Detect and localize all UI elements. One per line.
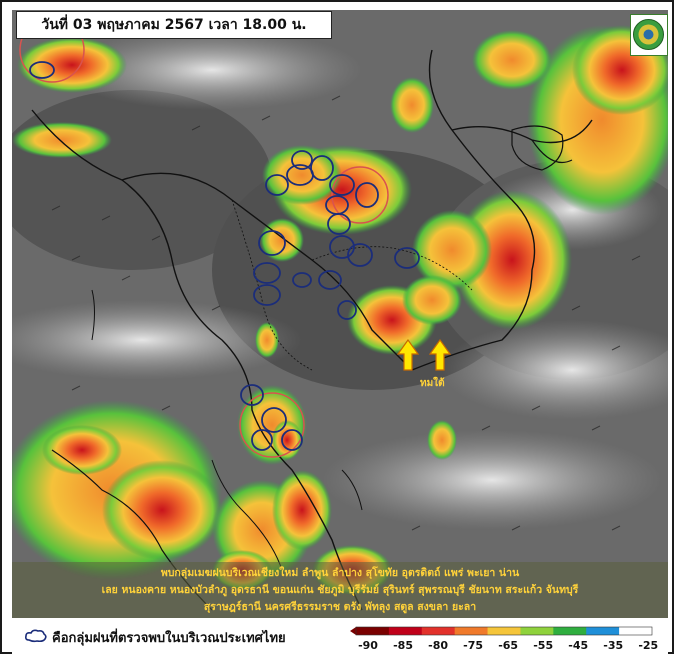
scale-segment bbox=[421, 627, 456, 635]
scale-segment bbox=[356, 627, 390, 635]
scale-left-arrow bbox=[350, 627, 356, 635]
scale-border bbox=[355, 626, 653, 636]
scale-tick-label: -55 bbox=[533, 639, 553, 652]
caption-line-3: สุราษฎร์ธานี นครศรีธรรมราช ตรัง พัทลุง ส… bbox=[203, 600, 477, 613]
scale-segment bbox=[487, 627, 521, 635]
scale-segment bbox=[454, 627, 489, 635]
legend-description: คือกลุ่มฝนที่ตรวจพบในบริเวณประเทศไทย bbox=[52, 631, 286, 646]
scale-segment bbox=[388, 627, 423, 635]
satellite-image bbox=[12, 10, 668, 618]
arrow-up-icon bbox=[396, 338, 452, 371]
scale-tick-label: -90 bbox=[358, 639, 378, 652]
department-logo bbox=[630, 14, 668, 56]
satellite-map bbox=[12, 10, 668, 618]
date-title-box: วันที่ 03 พฤษภาคม 2567 เวลา 18.00 น. bbox=[16, 11, 332, 39]
scale-tick-label: -65 bbox=[498, 639, 518, 652]
caption-line-1: พบกลุ่มเมฆฝนบริเวณเชียงใหม่ ลำพูน ลำปาง … bbox=[160, 566, 520, 579]
logo-emblem-icon bbox=[633, 19, 664, 50]
rain-cluster-outline-icon bbox=[25, 629, 47, 643]
scale-tick-label: -45 bbox=[568, 639, 588, 652]
scale-segment bbox=[619, 627, 653, 635]
legend-bar: คือกลุ่มฝนที่ตรวจพบในบริเวณประเทศไทย -90… bbox=[12, 620, 668, 654]
scale-tick-label: -80 bbox=[428, 639, 448, 652]
south-label: ทมใต้ bbox=[420, 378, 445, 389]
scale-tick-label: -85 bbox=[393, 639, 413, 652]
scale-tick-label: -35 bbox=[603, 639, 623, 652]
scale-tick-label: -25 bbox=[638, 639, 658, 652]
scale-segment bbox=[520, 627, 554, 635]
scale-segment bbox=[586, 627, 620, 635]
scale-segment bbox=[553, 627, 587, 635]
date-title: วันที่ 03 พฤษภาคม 2567 เวลา 18.00 น. bbox=[41, 17, 307, 33]
temperature-color-scale: -90 -85 -80 -75 -65 -55 -45 -35 -25 bbox=[350, 626, 658, 652]
rain-caption: พบกลุ่มเมฆฝนบริเวณเชียงใหม่ ลำพูน ลำปาง … bbox=[12, 562, 668, 618]
caption-line-2: เลย หนองคาย หนองบัวลำภู อุดรธานี ขอนแก่น… bbox=[101, 583, 579, 596]
scale-tick-label: -75 bbox=[463, 639, 483, 652]
